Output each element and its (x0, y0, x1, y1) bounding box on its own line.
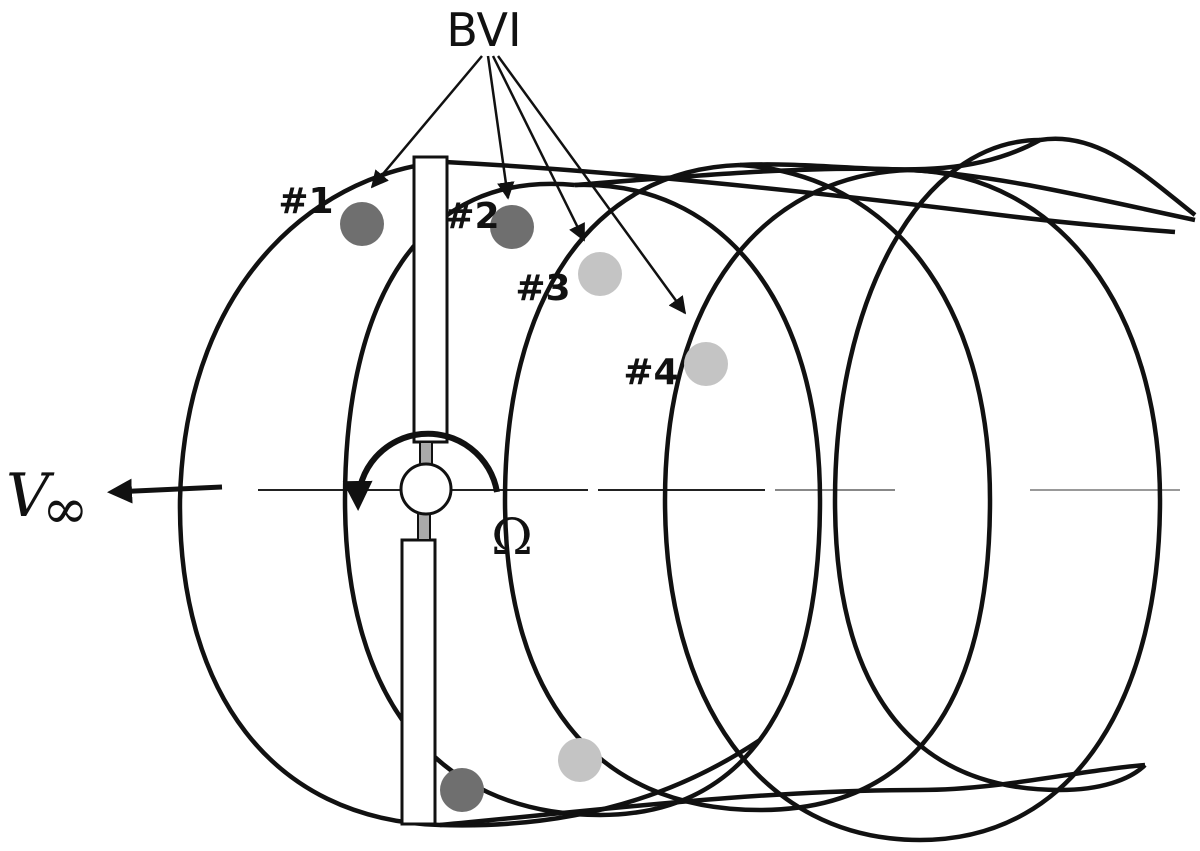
lower-shaft (417, 511, 431, 541)
rotation-arrow (342, 430, 500, 511)
bvi-label-4: #4 (623, 352, 678, 393)
bvi-spot-2 (490, 205, 534, 249)
wake-loop-5 (832, 137, 1147, 793)
bvi-label-1: #1 (278, 181, 333, 222)
bvi-label-2: #2 (444, 196, 499, 237)
bvi-pointer-4 (496, 55, 687, 315)
bvi-spot-4 (684, 342, 728, 386)
freestream-infinity-subscript: ∞ (42, 477, 89, 542)
freestream-arrow (107, 478, 223, 504)
wake-upper-trail-3 (739, 136, 1197, 217)
tip-vortex-wake (177, 136, 1197, 843)
bvi-pointers (370, 55, 687, 315)
bvi-spot-lower-light (558, 738, 602, 782)
wake-loop-3 (502, 162, 993, 813)
wake-lower-trail (439, 762, 1146, 828)
bvi-spot-lower-dark (440, 768, 484, 812)
bvi-pointer-3 (491, 55, 586, 242)
wake-upper-trail-2 (574, 166, 1196, 223)
lower-blade (400, 538, 437, 826)
wake-loop-4 (662, 167, 1163, 843)
bvi-title: BVI (446, 3, 521, 57)
bvi-label-3: #3 (515, 268, 570, 309)
freestream-velocity-label: V (6, 461, 55, 531)
bvi-pointer-2 (486, 55, 515, 200)
upper-shaft (419, 441, 433, 467)
rotor-hub (399, 462, 453, 516)
bvi-spots (340, 202, 728, 812)
rotor (399, 155, 453, 826)
rotation-speed-label: Ω (491, 508, 532, 566)
bvi-spot-1 (340, 202, 384, 246)
upper-blade (412, 155, 449, 444)
bvi-spot-3 (578, 252, 622, 296)
bvi-pointer-1 (370, 55, 483, 189)
wake-loop-2 (342, 181, 823, 818)
wake-loop-1 (177, 159, 762, 828)
wake-upper-trail-1 (444, 159, 1176, 235)
